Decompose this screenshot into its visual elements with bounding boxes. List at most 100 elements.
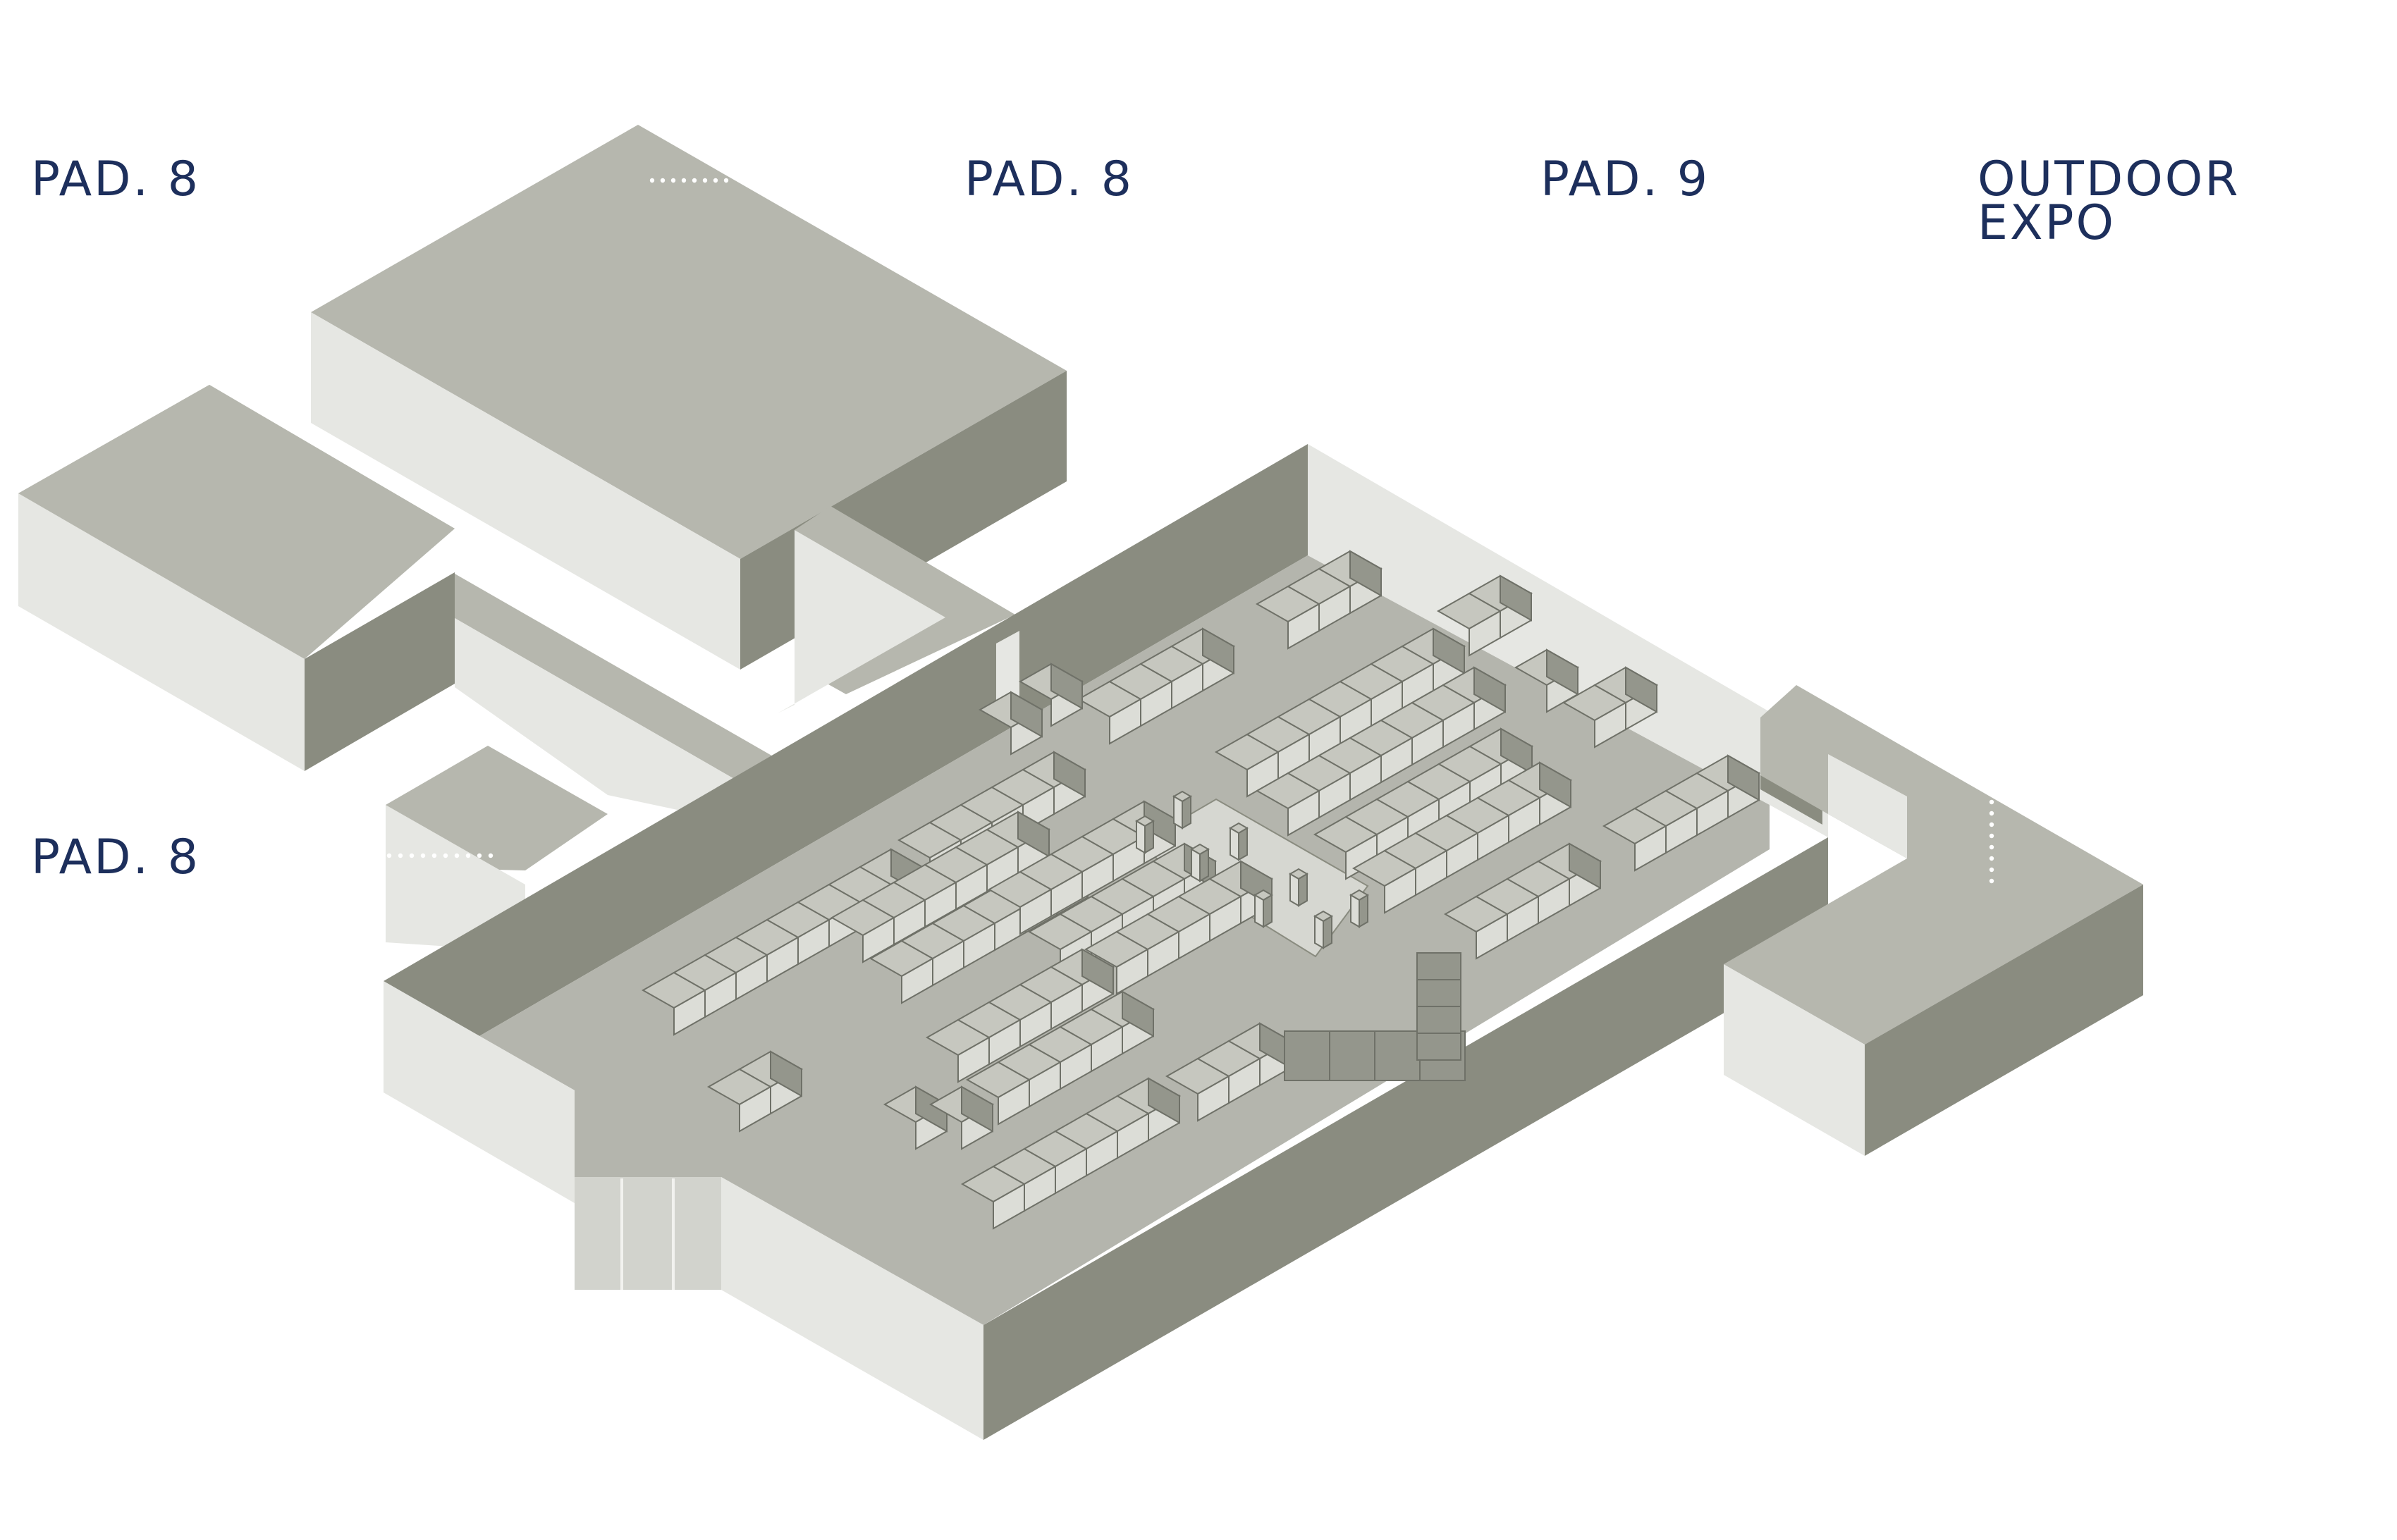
lounge-pillar bbox=[1313, 910, 1333, 949]
booth-side bbox=[1625, 666, 1657, 713]
exhibitor-booths bbox=[641, 550, 1761, 1230]
booth-block bbox=[1416, 979, 1461, 1007]
pillar-side bbox=[1323, 915, 1332, 949]
label-pad8-top-left: PAD. 8 bbox=[31, 152, 201, 207]
label-outdoor-expo: OUTDOOR EXPO bbox=[1978, 156, 2240, 247]
booth-row bbox=[1602, 754, 1761, 872]
building-roof bbox=[311, 125, 1067, 559]
connector-corridor bbox=[455, 506, 1015, 823]
pillar-side bbox=[1230, 827, 1239, 861]
booth-side bbox=[770, 1050, 802, 1097]
booth-side bbox=[1546, 648, 1578, 696]
booth-side bbox=[961, 1085, 993, 1133]
dotted-path-markers bbox=[386, 178, 1994, 884]
booth-side bbox=[1010, 691, 1043, 738]
booth-row bbox=[1436, 574, 1533, 657]
path-dot bbox=[1989, 822, 1994, 827]
path-dot bbox=[477, 853, 482, 858]
booth-row bbox=[830, 811, 1051, 963]
booth-side bbox=[1569, 842, 1601, 889]
path-dot bbox=[454, 853, 460, 858]
path-dot bbox=[713, 178, 718, 183]
building-pad8-west[interactable] bbox=[18, 385, 455, 771]
building-wall-left bbox=[386, 805, 525, 951]
booth-row bbox=[978, 691, 1044, 756]
booth-side bbox=[1473, 666, 1506, 713]
path-dot bbox=[723, 178, 729, 183]
path-dot bbox=[409, 853, 415, 858]
main-pavilion-pad9[interactable] bbox=[384, 444, 1828, 1440]
path-dot bbox=[681, 178, 687, 183]
pillar-side bbox=[1359, 894, 1368, 928]
booth-row bbox=[960, 1077, 1182, 1230]
building-wall-right bbox=[305, 572, 455, 771]
path-dot bbox=[443, 853, 448, 858]
booth-block bbox=[1416, 1033, 1461, 1061]
building-pad8-southwest[interactable] bbox=[386, 746, 608, 951]
building-outdoor-expo[interactable] bbox=[1724, 685, 2143, 1156]
booth-side bbox=[1053, 751, 1086, 798]
booth-row bbox=[925, 948, 1115, 1083]
lounge-pillar bbox=[1190, 843, 1210, 882]
corridor-roof bbox=[455, 574, 779, 782]
booth-block bbox=[1284, 1030, 1330, 1081]
booth-row bbox=[965, 990, 1155, 1126]
pillar-side bbox=[1263, 894, 1273, 928]
booth-side bbox=[1500, 574, 1532, 622]
pillar-side bbox=[1199, 848, 1209, 882]
path-dot bbox=[465, 853, 471, 858]
booth-row bbox=[1255, 666, 1507, 837]
booth-side bbox=[1500, 727, 1533, 775]
building-wall-left bbox=[311, 312, 740, 670]
pillar-side bbox=[1238, 827, 1248, 861]
booth-row bbox=[1562, 666, 1659, 749]
path-dot bbox=[660, 178, 666, 183]
pillar-side bbox=[1314, 915, 1324, 949]
lounge-pillar bbox=[1135, 815, 1155, 854]
pillar-side bbox=[1144, 820, 1154, 854]
path-dot bbox=[1989, 856, 1994, 861]
booth-side bbox=[1148, 1077, 1180, 1124]
booth-side bbox=[1122, 990, 1154, 1037]
pillar-side bbox=[1289, 873, 1299, 907]
booth-row bbox=[883, 1085, 949, 1150]
booth-block bbox=[1416, 1006, 1461, 1034]
outdoor-wall-right bbox=[1865, 885, 2143, 1156]
lounge-pillar bbox=[1289, 868, 1308, 907]
building-roof bbox=[18, 385, 455, 659]
lounge-pillar bbox=[1349, 889, 1369, 928]
booth-side bbox=[1081, 948, 1114, 995]
path-dot bbox=[670, 178, 676, 183]
path-dot bbox=[1989, 833, 1994, 839]
path-dot bbox=[386, 853, 392, 858]
path-dot bbox=[692, 178, 697, 183]
pillar-side bbox=[1254, 894, 1264, 928]
booth-side bbox=[1202, 627, 1234, 674]
corridor-wall bbox=[455, 618, 740, 823]
path-dot bbox=[488, 853, 494, 858]
path-dot bbox=[1989, 811, 1994, 816]
pavilion-back-wall-left bbox=[384, 444, 1308, 1036]
booth-side bbox=[1727, 754, 1760, 801]
booth-side bbox=[1050, 663, 1083, 710]
lounge-pillar bbox=[1172, 790, 1192, 830]
booth-side bbox=[1433, 627, 1465, 674]
label-pad8-top-center: PAD. 8 bbox=[964, 152, 1134, 207]
booth-row bbox=[928, 1085, 995, 1150]
label-pad8-left-middle: PAD. 8 bbox=[31, 830, 201, 885]
pillar-side bbox=[1136, 820, 1146, 854]
booth-side bbox=[1539, 761, 1571, 808]
path-dot bbox=[431, 853, 437, 858]
booth-row bbox=[1018, 663, 1084, 727]
path-dot bbox=[1989, 844, 1994, 850]
booth-row bbox=[706, 1050, 804, 1133]
path-dot bbox=[649, 178, 655, 183]
path-dot bbox=[1989, 799, 1994, 805]
pavilion-back-wall-right bbox=[1308, 444, 1828, 837]
corridor-wall bbox=[778, 530, 945, 713]
booth-side bbox=[1017, 811, 1050, 858]
path-dot bbox=[702, 178, 708, 183]
pillar-side bbox=[1182, 795, 1191, 830]
